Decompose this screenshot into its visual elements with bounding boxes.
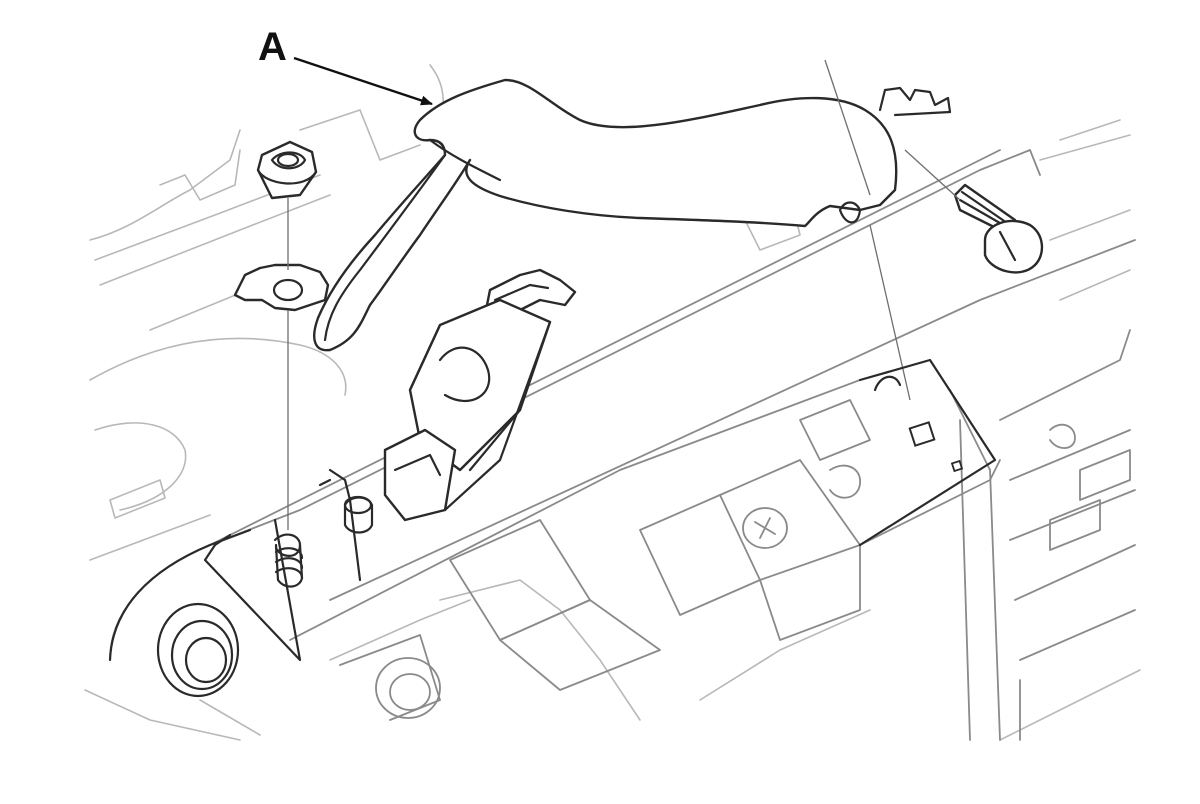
rail-bolt — [343, 495, 374, 534]
callout-a: A — [258, 25, 433, 106]
latch-assembly — [383, 268, 577, 522]
assembly-guide-lines — [287, 59, 961, 530]
lever-bracket-a — [313, 78, 952, 352]
flange-nut — [256, 140, 318, 200]
callout-a-label: A — [258, 25, 287, 69]
side-plate — [858, 358, 997, 547]
mounting-plate — [233, 263, 330, 312]
background-dash-structure — [84, 64, 1141, 741]
column-housing — [109, 149, 1136, 741]
callout-a-leader-arrow — [293, 56, 433, 106]
rail-edge — [108, 468, 362, 662]
coil-spring — [273, 533, 304, 588]
lower-mounting-bolts — [156, 507, 788, 719]
bracket-bolt — [953, 183, 1044, 274]
